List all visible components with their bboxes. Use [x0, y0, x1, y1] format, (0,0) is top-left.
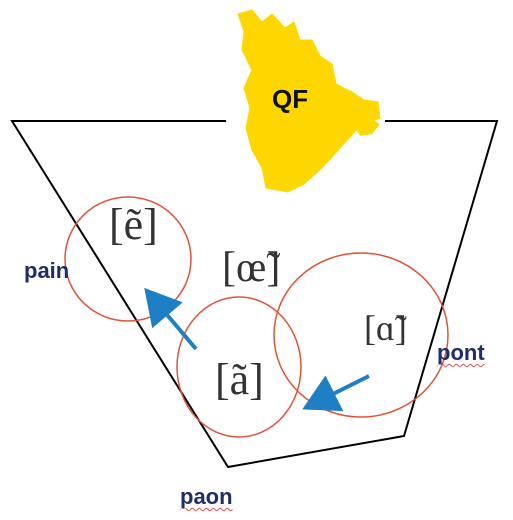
- vowel-a: [ã]: [215, 355, 264, 404]
- arrow-alpha-to-a: [302, 374, 370, 412]
- circle-a: [176, 296, 302, 438]
- trapezoid-outline-left: [10, 120, 499, 469]
- quebec-map-icon: [237, 9, 381, 193]
- circle-e: [64, 196, 192, 322]
- word-pont: pont: [437, 340, 485, 365]
- word-pain: pain: [24, 258, 70, 283]
- quebec-island-shape: [356, 120, 380, 136]
- circle-alpha: [273, 252, 449, 418]
- vowel-e: [ẽ]: [109, 200, 158, 249]
- vowel-alpha: [ɑ̃]: [364, 308, 407, 348]
- arrow-a-to-e: [144, 287, 198, 351]
- word-paon: paon: [180, 484, 233, 509]
- vowel-oe: [œ̃]: [222, 245, 281, 291]
- region-label: QF: [272, 84, 309, 114]
